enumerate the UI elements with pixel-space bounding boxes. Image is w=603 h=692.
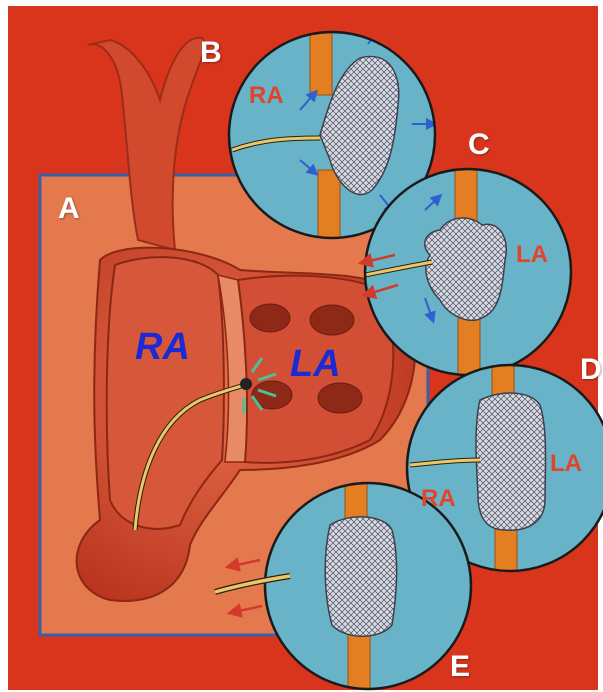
pulmonary-vein-opening [310,305,354,335]
panel-label-a: A [58,194,80,224]
pulmonary-vein-opening [250,304,290,332]
right-atrium-label: RA [135,328,190,366]
panel-label-b: B [200,38,222,68]
panel-label-c: C [468,130,490,160]
occluder-device-deployed [476,393,546,530]
left-atrium-label: LA [290,345,341,383]
panel-label-d: D [580,355,602,385]
inset-c-la-label: LA [516,243,548,267]
inset-b-ra-label: RA [249,84,284,108]
catheter-tip [240,378,252,390]
panel-label-e: E [450,652,470,682]
inset-d-ra-label: RA [421,487,456,511]
pulmonary-vein-opening [318,383,362,413]
inset-d-la-label: LA [550,452,582,476]
occluder-device-released [325,517,396,636]
